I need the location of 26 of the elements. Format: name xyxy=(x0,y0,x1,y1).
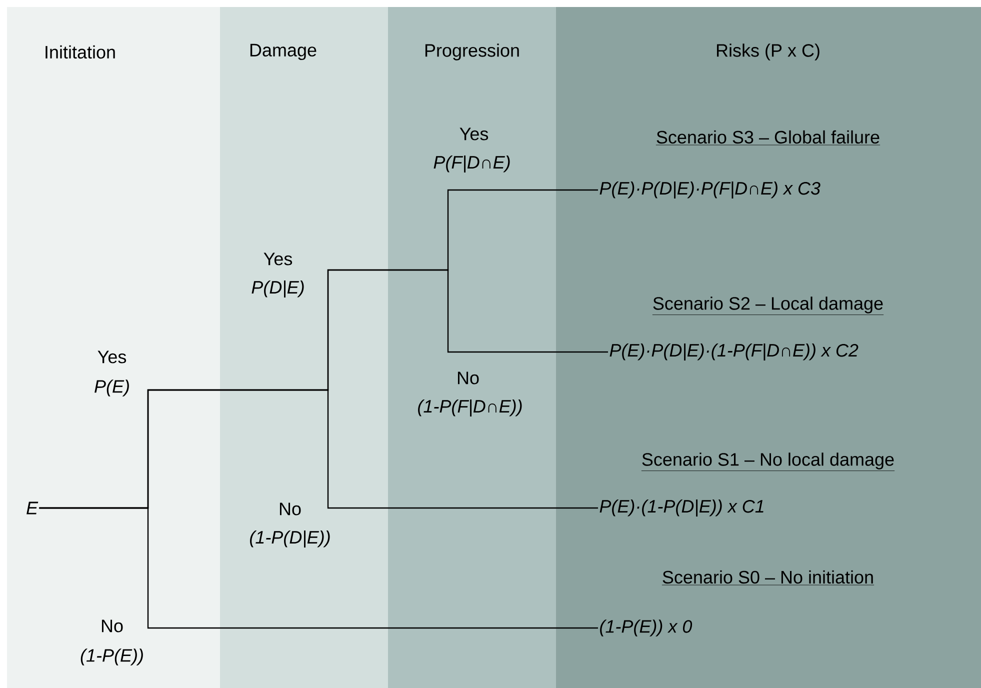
branch-label: No xyxy=(280,502,301,516)
probability-label: (1-P(D|E)) xyxy=(250,530,330,548)
branch-label: No xyxy=(102,620,123,632)
scenario-heading: Scenario S0 – No initiation xyxy=(662,570,874,586)
risk-formula: (1-P(E)) x 0 xyxy=(600,620,692,636)
probability-label: P(E) xyxy=(94,380,129,396)
branch-label: Yes xyxy=(264,252,292,266)
probability-label: P(F|D∩E) xyxy=(434,155,510,172)
event-label: E xyxy=(26,502,38,514)
branch-label: Yes xyxy=(98,350,126,364)
risk-formula: P(E)·P(D|E)·P(F|D∩E) x C3 xyxy=(600,181,820,198)
column-header: Inititation xyxy=(46,45,115,59)
tree-branch xyxy=(39,507,598,629)
scenario-heading: Scenario S1 – No local damage xyxy=(641,452,895,471)
scenario-heading: Scenario S3 – Global failure xyxy=(656,130,880,146)
risk-formula: P(E)·(1-P(D|E)) x C1 xyxy=(600,499,764,517)
column-header: Progression xyxy=(425,44,519,60)
scenario-heading: Scenario S2 – Local damage xyxy=(652,296,884,315)
column-header: Risks (P x C) xyxy=(717,44,820,60)
probability-label: (1-P(E)) xyxy=(80,648,143,666)
column-header: Damage xyxy=(250,44,316,60)
branch-label: Yes xyxy=(460,128,488,140)
risk-formula: P(E)·P(D|E)·(1-P(F|D∩E)) x C2 xyxy=(610,343,858,361)
branch-label: No xyxy=(458,372,479,384)
probability-label: (1-P(F|D∩E)) xyxy=(418,399,522,417)
probability-label: P(D|E) xyxy=(252,280,304,298)
